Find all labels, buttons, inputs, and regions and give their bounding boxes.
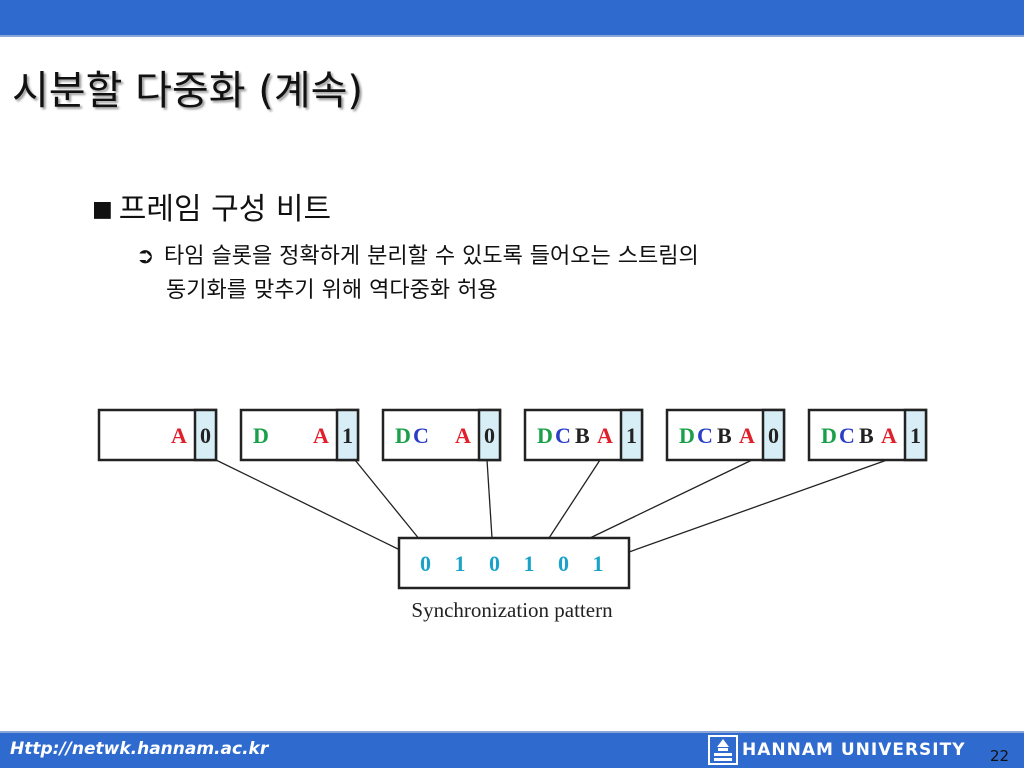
sync-bit-cell: [193, 408, 218, 462]
frame-letter-d: D: [395, 423, 411, 448]
sync-bit-label: 1: [626, 423, 637, 448]
frame-letter-c: C: [839, 423, 855, 448]
footer-url: Http://netwk.hannam.ac.kr: [10, 739, 269, 759]
sync-bit-label: 0: [484, 423, 495, 448]
connector-line: [589, 459, 753, 539]
sync-bit-cell: [761, 408, 786, 462]
frame-letter-d: D: [679, 423, 695, 448]
sync-bit-cell: [619, 408, 644, 462]
hannam-logo-icon: [708, 735, 738, 765]
square-bullet-icon: ■: [92, 197, 113, 222]
top-bar-divider: [0, 35, 1024, 37]
sync-bit-label: 0: [768, 423, 779, 448]
frame-letter-c: C: [555, 423, 571, 448]
bullet-item: ■프레임 구성 비트: [92, 184, 331, 228]
university-name: HANNAM UNIVERSITY: [742, 740, 966, 760]
sub-bullet-line1: 타임 슬롯을 정확하게 분리할 수 있도록 들어오는 스트림의: [164, 244, 699, 269]
connector-line: [548, 459, 601, 539]
sync-bit-label: 0: [200, 423, 211, 448]
frame-letter-d: D: [537, 423, 553, 448]
page-number: 22: [990, 747, 1010, 765]
sync-pattern-caption: Synchronization pattern: [411, 598, 613, 622]
frame-letter-a: A: [313, 423, 329, 448]
frame-letter-d: D: [253, 423, 269, 448]
connector-line: [486, 459, 493, 539]
sync-pattern-bit: 1: [524, 551, 535, 576]
connector-line: [628, 459, 888, 553]
bullet-text: 프레임 구성 비트: [118, 192, 332, 227]
sync-bit-cell: [335, 408, 360, 462]
sync-pattern-bit: 0: [489, 551, 500, 576]
sync-bit-label: 1: [342, 423, 353, 448]
footer-bar: [0, 733, 1024, 768]
slide-title: 시분할 다중화 (계속): [12, 68, 364, 114]
connector-line: [354, 459, 421, 541]
frame-letter-d: D: [821, 423, 837, 448]
sync-pattern-bit: 1: [593, 551, 604, 576]
connector-line: [215, 459, 401, 551]
sub-bullet-item: ➲ 타임 슬롯을 정확하게 분리할 수 있도록 들어오는 스트림의 동기화를 맞추…: [136, 240, 936, 308]
frame-letter-a: A: [455, 423, 471, 448]
sync-bit-cell: [477, 408, 502, 462]
sync-bit-label: 1: [910, 423, 921, 448]
sync-pattern-box: [397, 536, 631, 590]
frame-letter-b: B: [717, 423, 732, 448]
top-bar: [0, 0, 1024, 35]
sync-pattern-bit: 1: [455, 551, 466, 576]
frame-letter-a: A: [171, 423, 187, 448]
sync-pattern-bit: 0: [420, 551, 431, 576]
frame-letter-a: A: [881, 423, 897, 448]
frame-letter-a: A: [739, 423, 755, 448]
arrow-bullet-icon: ➲: [136, 244, 155, 269]
sync-bit-cell: [903, 408, 928, 462]
sub-bullet-line2: 동기화를 맞추기 위해 역다중화 허용: [166, 278, 498, 304]
footer-divider: [0, 731, 1024, 733]
frame-letter-a: A: [597, 423, 613, 448]
frame-letter-b: B: [575, 423, 590, 448]
frame-letter-c: C: [413, 423, 429, 448]
sync-pattern-bit: 0: [558, 551, 569, 576]
frame-letter-b: B: [859, 423, 874, 448]
frame-letter-c: C: [697, 423, 713, 448]
